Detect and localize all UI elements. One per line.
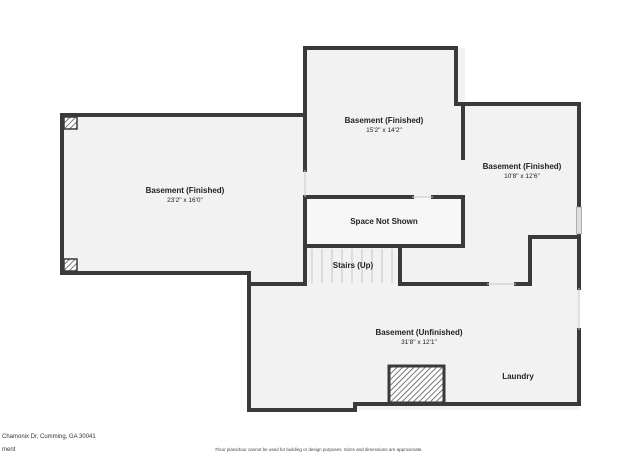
utility-chase bbox=[387, 364, 446, 405]
window-right bbox=[576, 206, 582, 235]
room-name-laundry: Laundry bbox=[502, 372, 534, 381]
footer-fragment: ment bbox=[2, 447, 16, 453]
room-dim-basement-top: 15'2" x 14'2" bbox=[366, 127, 402, 134]
column-top-left bbox=[63, 116, 78, 130]
floor-space-not-shown bbox=[305, 198, 463, 245]
room-dim-basement-unfinished: 31'8" x 12'1" bbox=[401, 339, 437, 346]
walls bbox=[60, 46, 581, 412]
footer-disclaimer: Floor plans/tour cannot be used for buil… bbox=[215, 447, 422, 452]
column-bottom-left bbox=[63, 258, 78, 272]
room-name-space-not-shown: Space Not Shown bbox=[350, 217, 418, 226]
room-dim-basement-left: 23'2" x 16'0" bbox=[167, 197, 203, 204]
stair-treads bbox=[311, 249, 401, 283]
footer-address: Chamonix Dr, Cumming, GA 30041 bbox=[2, 434, 96, 440]
room-name-basement-right: Basement (Finished) bbox=[483, 162, 562, 171]
room-name-basement-top: Basement (Finished) bbox=[345, 116, 424, 125]
room-dim-basement-right: 10'8" x 12'6" bbox=[504, 173, 540, 180]
room-name-basement-unfinished: Basement (Unfinished) bbox=[375, 328, 462, 337]
floor-basement-top bbox=[305, 48, 465, 198]
room-name-stairs: Stairs (Up) bbox=[333, 261, 374, 270]
room-name-basement-left: Basement (Finished) bbox=[146, 186, 225, 195]
openings bbox=[304, 170, 580, 330]
